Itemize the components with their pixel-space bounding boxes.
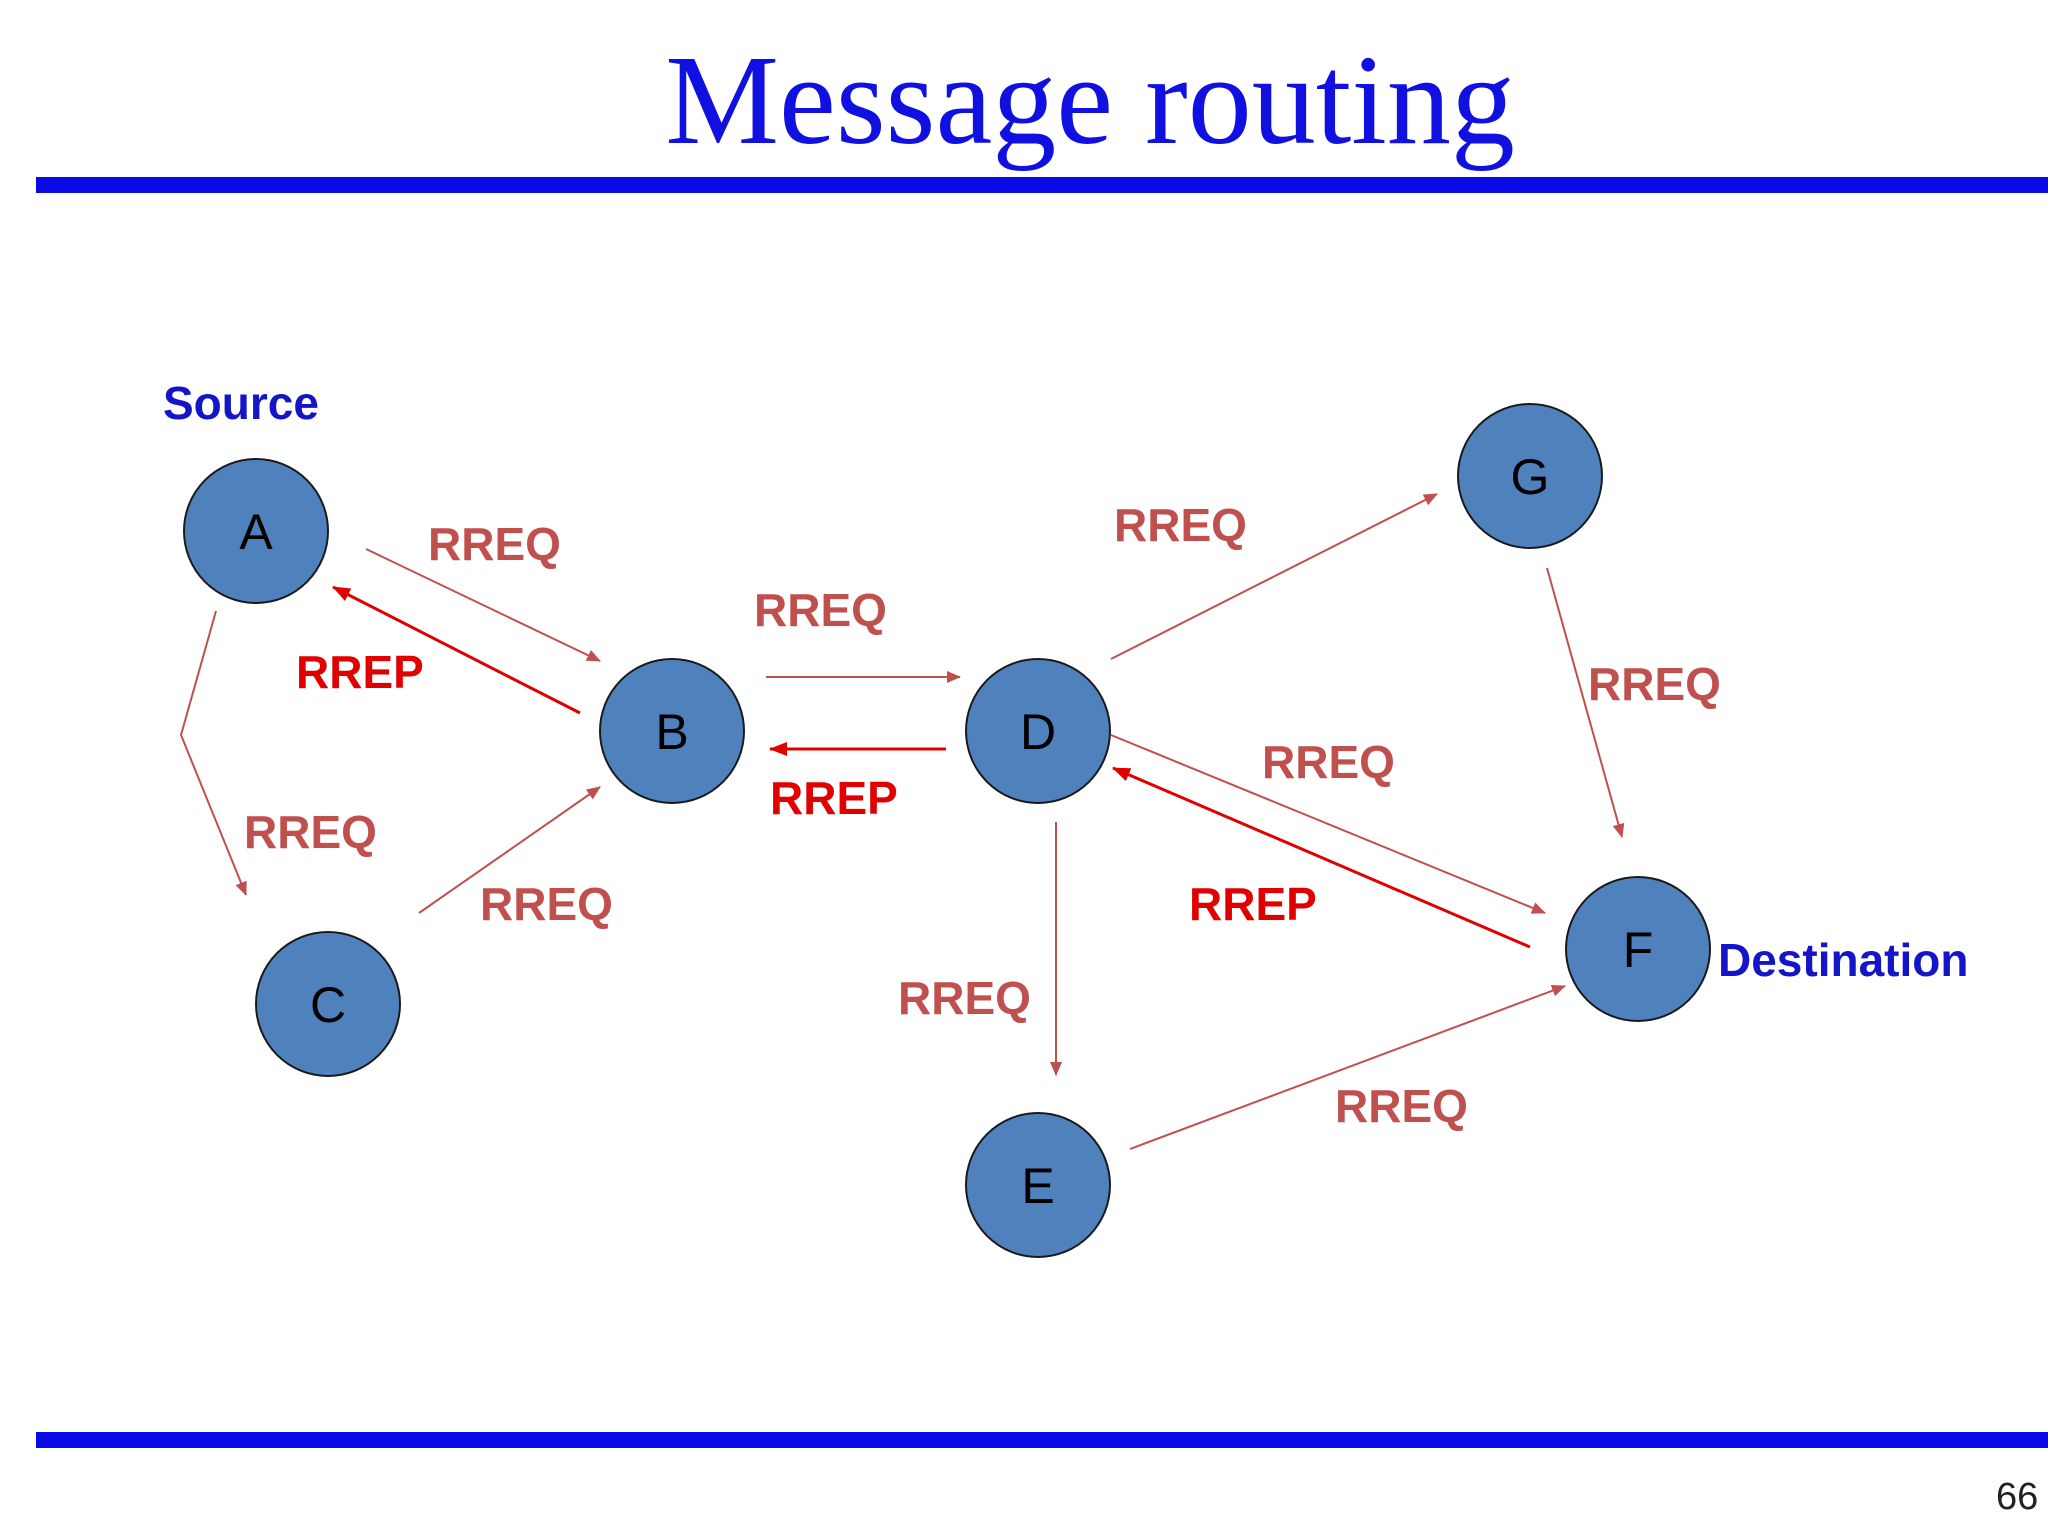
edge-d-g-label: RREQ — [1114, 499, 1247, 551]
edge-d-g-arrow — [1110, 493, 1438, 660]
node-d — [965, 658, 1111, 804]
node-e-label: E — [1021, 1158, 1054, 1214]
node-a-label: A — [239, 504, 273, 560]
edge-d-b-label: RREP — [770, 772, 898, 824]
bottom-rule — [36, 1432, 2048, 1448]
edge-g-f-label: RREQ — [1588, 658, 1721, 710]
edge-c-b-arrow — [418, 786, 601, 914]
edge-b-a-label: RREP — [296, 646, 424, 698]
edge-d-f-label: RREQ — [1262, 736, 1395, 788]
edge-a-b-arrow — [365, 548, 601, 662]
page-number: 66 — [1996, 1476, 2039, 1518]
edge-a-b-label: RREQ — [428, 518, 561, 570]
node-a — [183, 458, 329, 604]
edge-b-a-arrow — [332, 585, 581, 715]
edge-f-d-label: RREP — [1189, 878, 1317, 930]
node-d-label: D — [1020, 704, 1056, 760]
destination-label: Destination — [1718, 934, 1968, 986]
edge-e-f-arrow — [1129, 984, 1566, 1150]
edge-d-e-label: RREQ — [898, 972, 1031, 1024]
node-g-label: G — [1511, 449, 1550, 505]
node-b — [599, 658, 745, 804]
top-rule — [36, 177, 2048, 193]
source-label: Source — [163, 377, 319, 429]
node-f-label: F — [1623, 922, 1654, 978]
node-e — [965, 1112, 1111, 1258]
node-g — [1457, 403, 1603, 549]
edge-a-c-arrow — [179, 610, 247, 896]
node-f — [1565, 876, 1711, 1022]
edge-d-f-arrow — [1110, 734, 1546, 914]
edge-e-f-label: RREQ — [1335, 1080, 1468, 1132]
node-c-label: C — [310, 977, 346, 1033]
edge-a-c-label: RREQ — [244, 806, 377, 858]
edge-f-d-arrow — [1112, 766, 1531, 949]
node-c — [255, 931, 401, 1077]
edge-g-f-arrow — [1546, 567, 1625, 838]
edge-b-d-label: RREQ — [754, 584, 887, 636]
edge-c-b-label: RREQ — [480, 878, 613, 930]
node-b-label: B — [655, 704, 688, 760]
slide-title: Message routing — [665, 29, 1515, 171]
